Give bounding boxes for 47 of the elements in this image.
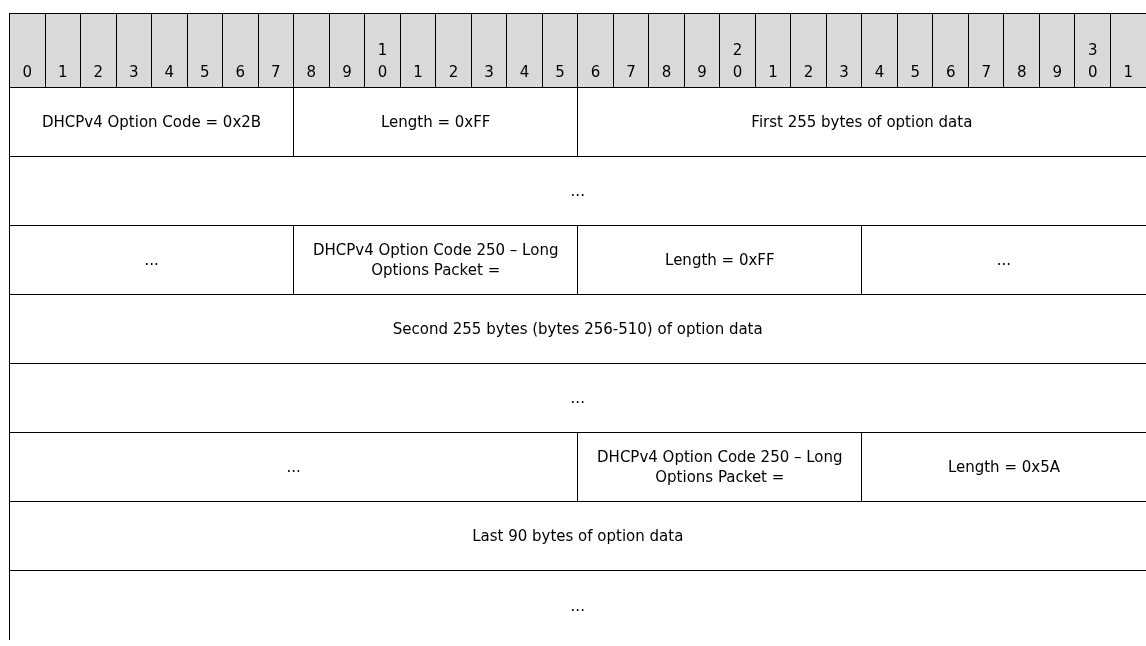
packet-field-cell: Length = 0xFF [577,226,862,295]
bit-number-cell: 1 [44,13,81,88]
bit-number-cell: 7 [612,13,649,88]
bit-number-cell: 3 0 [1074,13,1110,88]
packet-field-cell: First 255 bytes of option data [577,88,1146,157]
bit-number-cell: 1 0 [364,13,400,88]
bit-number-cell: 5 [541,13,578,88]
packet-field-cell: DHCPv4 Option Code = 0x2B [9,88,294,157]
bit-number-cell: 8 [648,13,684,88]
bit-number-cell: 8 [1003,13,1039,88]
packet-field-cell: ... [9,433,578,502]
packet-field-cell: ... [861,226,1146,295]
bit-number-cell: 9 [683,13,720,88]
bit-number-cell: 9 [328,13,365,88]
bit-number-cell: 5 [186,13,223,88]
bit-number-cell: 2 [790,13,826,88]
bit-number-cell: 4 [506,13,542,88]
packet-field-cell: ... [9,364,1146,433]
bit-number-cell: 7 [967,13,1004,88]
bit-number-cell: 3 [825,13,862,88]
bit-number-cell: 4 [151,13,187,88]
bit-number-cell: 1 [1110,13,1146,88]
bit-number-cell: 6 [222,13,258,88]
bit-number-cell: 3 [470,13,507,88]
packet-field-cell: Second 255 bytes (bytes 256-510) of option data [9,295,1146,364]
bit-number-cell: 3 [115,13,152,88]
bit-number-cell: 2 0 [719,13,755,88]
bit-number-cell: 6 [932,13,968,88]
packet-field-cell: DHCPv4 Option Code 250 – Long Options Packet = [577,433,862,502]
packet-field-cell: ... [9,226,294,295]
packet-field-cell: Length = 0x5A [861,433,1146,502]
bit-number-cell: 0 [9,13,45,88]
packet-field-cell: Last 90 bytes of option data [9,502,1146,571]
bit-number-cell: 6 [577,13,613,88]
bit-number-cell: 7 [257,13,294,88]
bit-number-cell: 8 [293,13,329,88]
bit-number-cell: 4 [861,13,897,88]
bit-number-cell: 1 [399,13,436,88]
bit-number-cell: 9 [1038,13,1075,88]
packet-field-cell: ... [9,157,1146,226]
packet-field-cell: ... [9,571,1146,640]
bit-number-cell: 2 [80,13,116,88]
bit-number-cell: 1 [754,13,791,88]
bit-number-cell: 5 [896,13,933,88]
bit-number-cell: 2 [435,13,471,88]
packet-field-cell: DHCPv4 Option Code 250 – Long Options Packet = [293,226,578,295]
packet-field-cell: Length = 0xFF [293,88,578,157]
